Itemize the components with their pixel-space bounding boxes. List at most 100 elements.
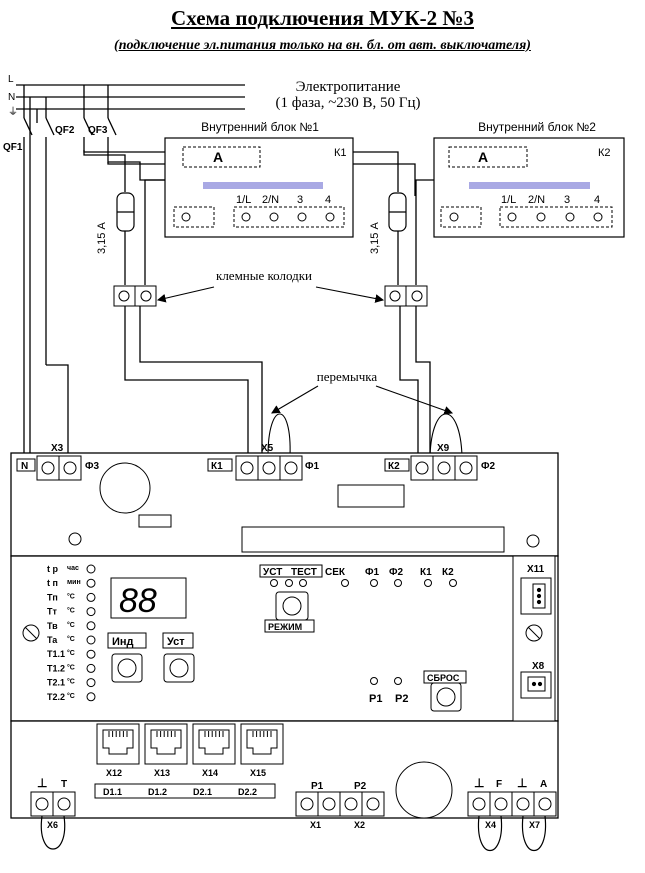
status-label: К2 [442,567,454,578]
d-label: D1.1 [103,787,122,797]
indoor-unit-2: Внутренний блок №2 К2 A 1/L 2/N 3 4 [433,120,625,238]
bottom-terminals [30,791,557,817]
jumper-label: перемычка [317,369,378,384]
f-label: F [496,779,502,790]
indicator-led [86,607,96,617]
d-label: D1.2 [148,787,167,797]
indicator-led [86,635,96,645]
a-label: A [540,779,547,790]
terminal-block-1 [113,285,157,307]
rj-port-label: X15 [250,768,266,778]
indicator-led [86,621,96,631]
x8-connector [520,671,552,699]
indicator-led [86,692,96,702]
ind-button-label: Инд [112,636,134,648]
unit2-k: К2 [598,147,611,159]
label-k2: К2 [388,461,400,472]
diagram-subtitle: (подключение эл.питания только на вн. бл… [114,38,531,53]
set-screw-icon-2 [525,624,543,642]
label-f3: Ф3 [85,461,100,472]
main-board [10,452,559,819]
mode-button [275,591,309,621]
label-f1: Ф1 [305,461,320,472]
indicator-unit: °С [67,635,75,643]
indicator-unit: час [67,565,79,572]
status-label: УСТ [263,567,282,578]
rj-port-label: X14 [202,768,218,778]
p2-terminal-label: P2 [354,781,367,792]
indicator-label: Т2.2 [47,692,65,702]
indicator-unit: °С [67,607,75,615]
x4-label: X4 [485,820,496,830]
unit2-bar [469,182,590,189]
p2-led-label: Р2 [395,693,408,705]
indicator-label: Тв [47,621,58,631]
indicator-label: Т2.1 [47,678,65,688]
indicator-unit: мин [67,579,81,586]
rj-port-label: X12 [106,768,122,778]
indicator-label: t п [47,578,58,588]
mode-button-label: РЕЖИМ [268,622,302,632]
d-label: D2.2 [238,787,257,797]
ground-label-2: ⊥ [474,776,484,790]
indicator-unit: °С [67,592,75,600]
indicator-unit: °С [67,621,75,629]
indicator-label: Та [47,635,58,645]
indicator-unit: °С [67,649,75,657]
fuse-2 [388,192,407,232]
x8-label: X8 [532,661,545,672]
diagram-title: Схема подключения МУК-2 №3 [171,6,474,30]
ground-label-3: ⊥ [517,776,527,790]
unit1-title: Внутренний блок №1 [201,120,319,134]
board-terminals [36,455,478,481]
ground-label-1: ⊥ [37,776,47,790]
indicator-unit: °С [67,663,75,671]
ust-button-label: Уст [167,636,185,648]
status-label: Ф1 [365,567,380,578]
status-label: СЕК [325,567,346,578]
label-L: L [8,74,14,85]
unit2-title: Внутренний блок №2 [478,120,596,134]
terminal-blocks-label: клемные колодки [216,268,312,283]
unit2-term-2: 2/N [528,194,545,206]
label-qf3: QF3 [88,125,108,136]
power-label-line2: (1 фаза, ~230 В, 50 Гц) [275,95,420,111]
x11-label: X11 [527,564,545,575]
ust-button [163,653,195,683]
label-x5: X5 [261,443,274,454]
label-x9: X9 [437,443,450,454]
indicator-label: Тт [47,607,57,617]
indicator-unit: °С [67,692,75,700]
label-qf2: QF2 [55,125,75,136]
terminal-block-2 [384,285,428,307]
rj-port-label: X13 [154,768,170,778]
status-leds [270,579,457,587]
indoor-unit-1: Внутренний блок №1 К1 A 1/L 2/N 3 4 [164,120,354,238]
t-label: T [61,779,67,790]
unit1-term-2: 2/N [262,194,279,206]
unit1-valve: A [213,149,223,165]
indicator-label: Т1.2 [47,663,65,673]
p1-led-label: Р1 [369,693,382,705]
p1-terminal-label: P1 [311,781,324,792]
label-x3: X3 [51,443,64,454]
x1-label: X1 [310,820,321,830]
indicator-label: Тп [47,592,58,602]
unit1-term-3: 3 [297,194,303,206]
label-qf1: QF1 [3,142,23,153]
fuse-1 [116,192,135,232]
indicator-led [86,678,96,688]
indicator-unit: °С [67,678,75,686]
unit1-term-4: 4 [325,194,331,206]
x11-connector [520,577,552,615]
reset-button-label: СБРОС [427,673,460,683]
fuse-1-label: 3,15 А [96,222,108,254]
status-label: Ф2 [389,567,404,578]
indicator-led [86,592,96,602]
indicator-led [86,578,96,588]
indicator-led [86,649,96,659]
indicator-label: t р [47,564,58,574]
unit1-bar [203,182,323,189]
